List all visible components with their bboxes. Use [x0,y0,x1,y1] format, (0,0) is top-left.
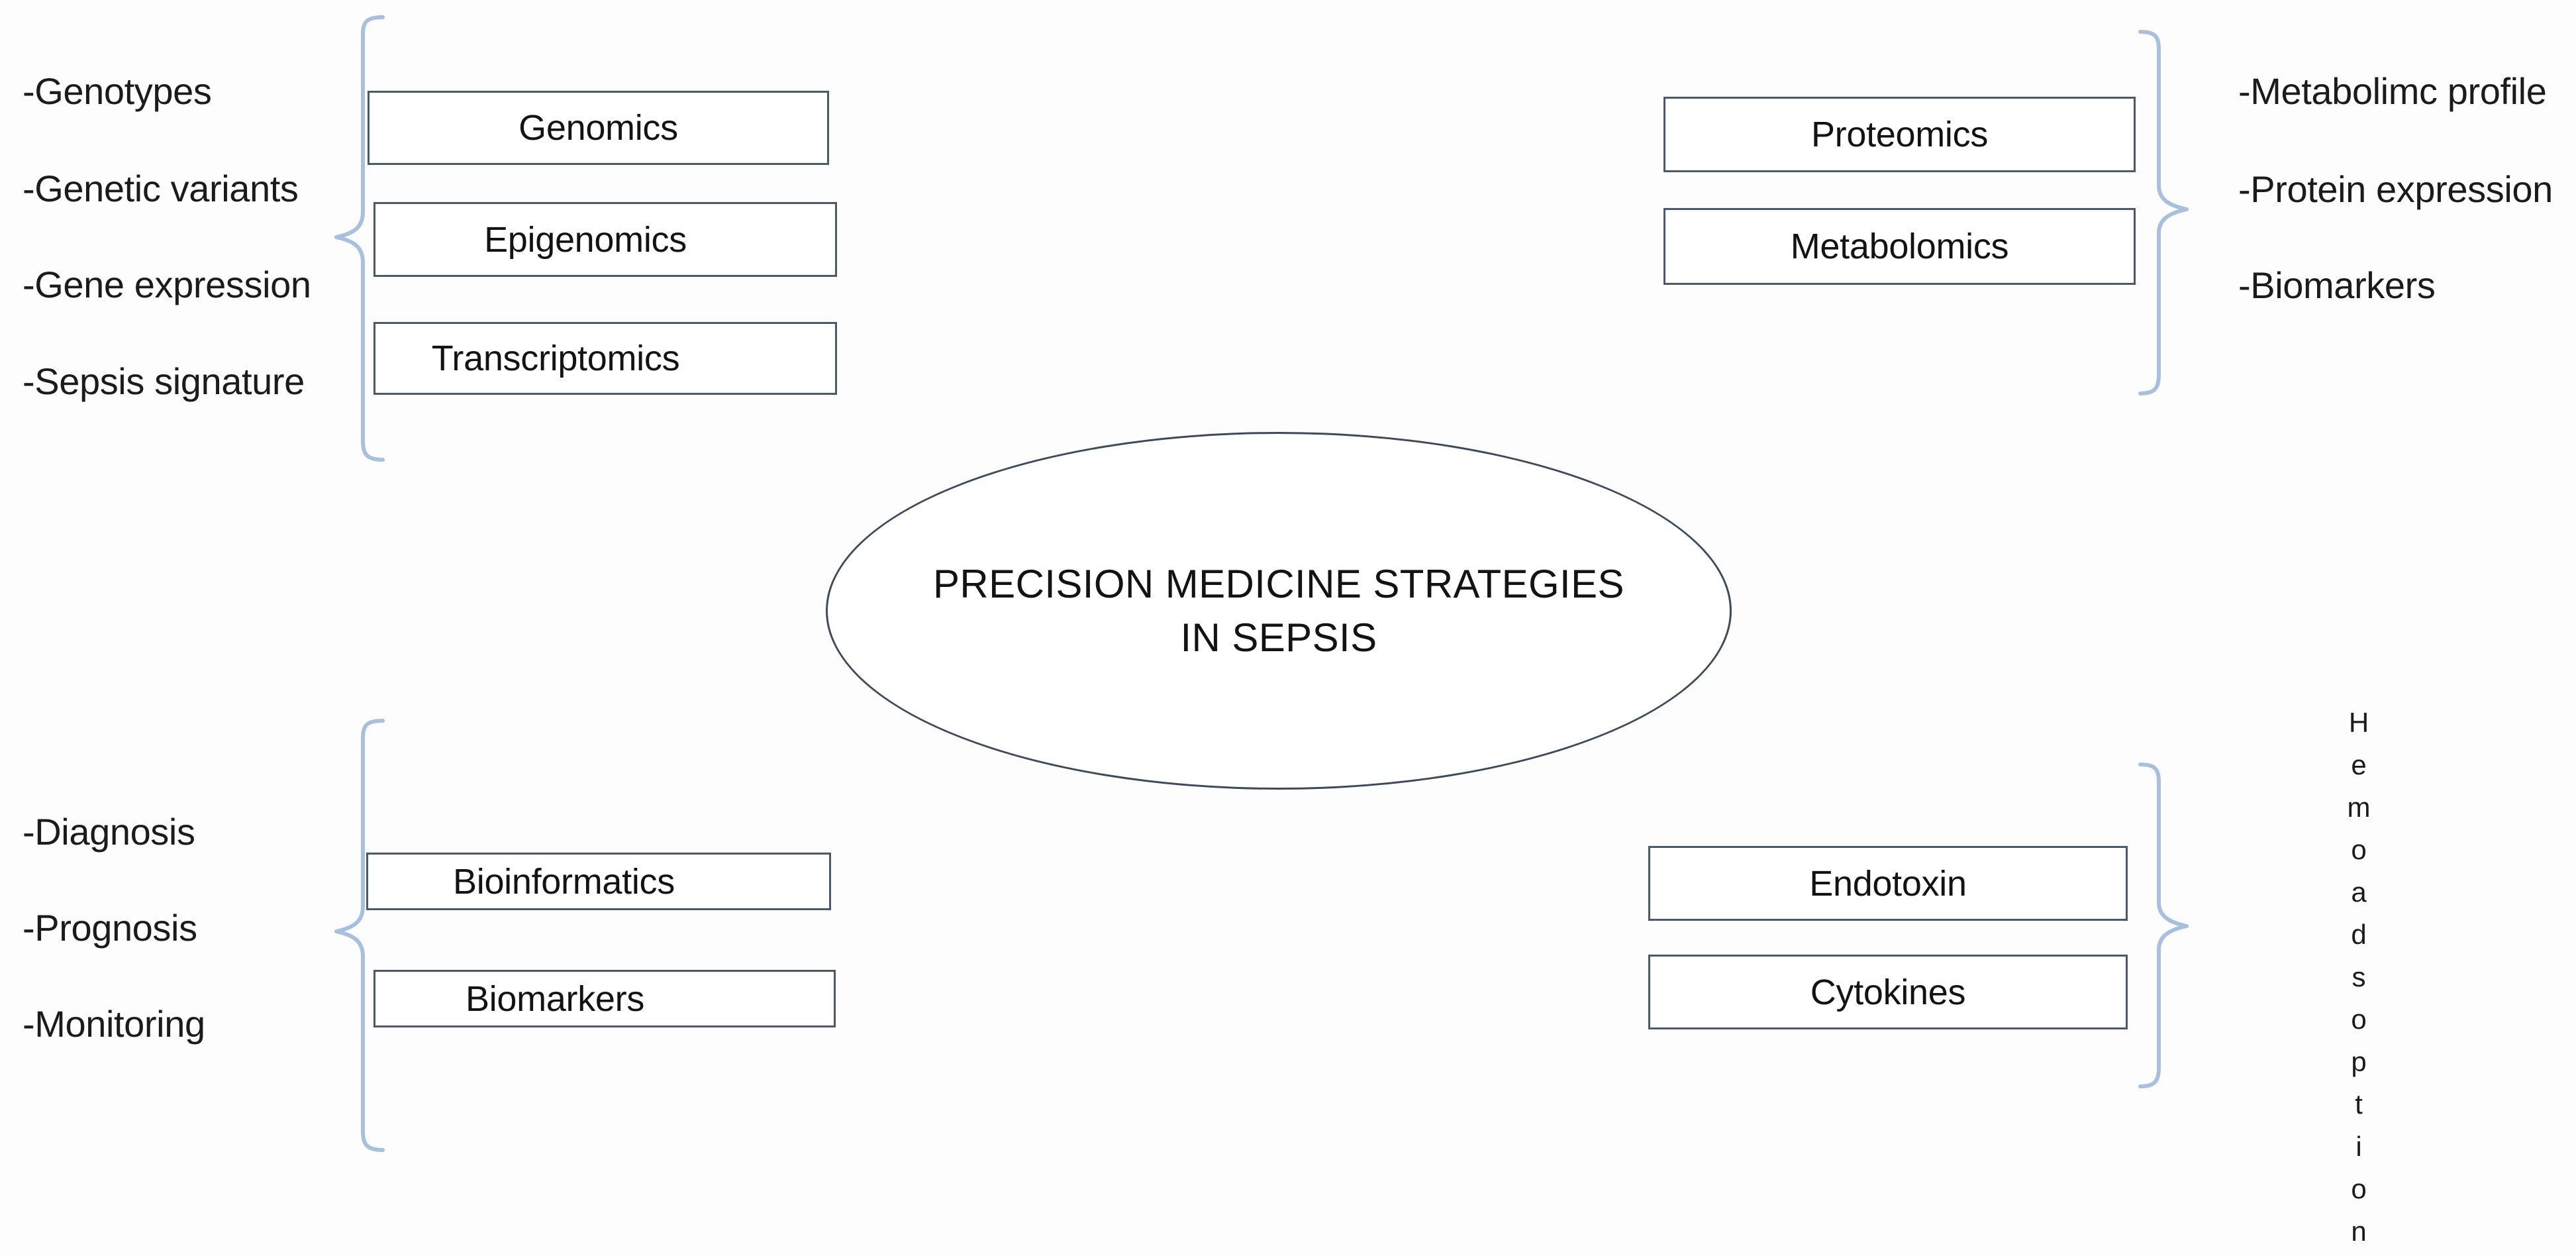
label-diagnosis: -Diagnosis [23,811,195,853]
hemoadsoption-letter-10: i [2355,1131,2362,1162]
hemoadsoption-letter-7: o [2351,1004,2367,1035]
box-endotoxin[interactable]: Endotoxin [1648,846,2128,921]
box-transcriptomics[interactable]: Transcriptomics [373,322,837,395]
label-genetic-variants: -Genetic variants [23,168,299,209]
hemoadsoption-letter-11: o [2351,1173,2367,1204]
brace-bottom-left [324,717,385,1154]
hemoadsoption-letter-1: e [2351,749,2367,780]
brace-bottom-right [2138,760,2212,1092]
box-endotoxin-label: Endotoxin [1809,863,1967,904]
hemoadsoption-letter-9: t [2355,1088,2363,1120]
hemoadsoption-letter-6: s [2352,961,2366,992]
box-metabolomics[interactable]: Metabolomics [1663,208,2136,285]
center-ellipse[interactable]: PRECISION MEDICINE STRATEGIES IN SEPSIS [826,432,1732,790]
box-biomarkers[interactable]: Biomarkers [373,970,836,1027]
hemoadsoption-letter-0: H [2348,707,2369,738]
label-gene-expression: -Gene expression [23,264,311,305]
center-ellipse-text: PRECISION MEDICINE STRATEGIES IN SEPSIS [927,557,1630,664]
box-proteomics[interactable]: Proteomics [1663,97,2136,172]
label-protein-expression: -Protein expression [2238,168,2553,210]
brace-top-left [324,13,385,464]
label-monitoring: -Monitoring [23,1003,205,1045]
hemoadsoption-letter-5: d [2351,919,2367,950]
label-genotypes: -Genotypes [23,70,212,112]
hemoadsoption-letter-12: n [2351,1216,2367,1247]
center-title-line-1: PRECISION MEDICINE STRATEGIES [933,562,1624,606]
box-epigenomics-label: Epigenomics [484,219,687,260]
box-bioinformatics-label: Bioinformatics [453,861,675,902]
center-title-line-2: IN SEPSIS [1180,615,1377,660]
hemoadsoption-letter-3: o [2351,834,2367,865]
label-metabolomic-profile: -Metabolimc profile [2238,70,2547,112]
label-sepsis-signature: -Sepsis signature [23,360,305,402]
box-metabolomics-label: Metabolomics [1790,227,2009,266]
label-biomarkers-top: -Biomarkers [2238,264,2436,306]
box-cytokines-label: Cytokines [1810,972,1966,1012]
box-epigenomics[interactable]: Epigenomics [373,202,837,277]
box-cytokines[interactable]: Cytokines [1648,955,2128,1029]
box-proteomics-label: Proteomics [1810,115,1989,154]
brace-top-right [2138,28,2212,399]
box-bioinformatics[interactable]: Bioinformatics [366,853,831,910]
label-prognosis: -Prognosis [23,907,197,949]
box-transcriptomics-label: Transcriptomics [431,339,680,378]
box-genomics-label: Genomics [519,108,678,148]
hemoadsoption-letter-4: a [2351,876,2367,908]
box-genomics[interactable]: Genomics [368,91,829,165]
hemoadsoption-letter-8: p [2351,1046,2367,1077]
hemoadsoption-letter-2: m [2347,792,2371,823]
box-biomarkers-label: Biomarkers [465,978,645,1019]
